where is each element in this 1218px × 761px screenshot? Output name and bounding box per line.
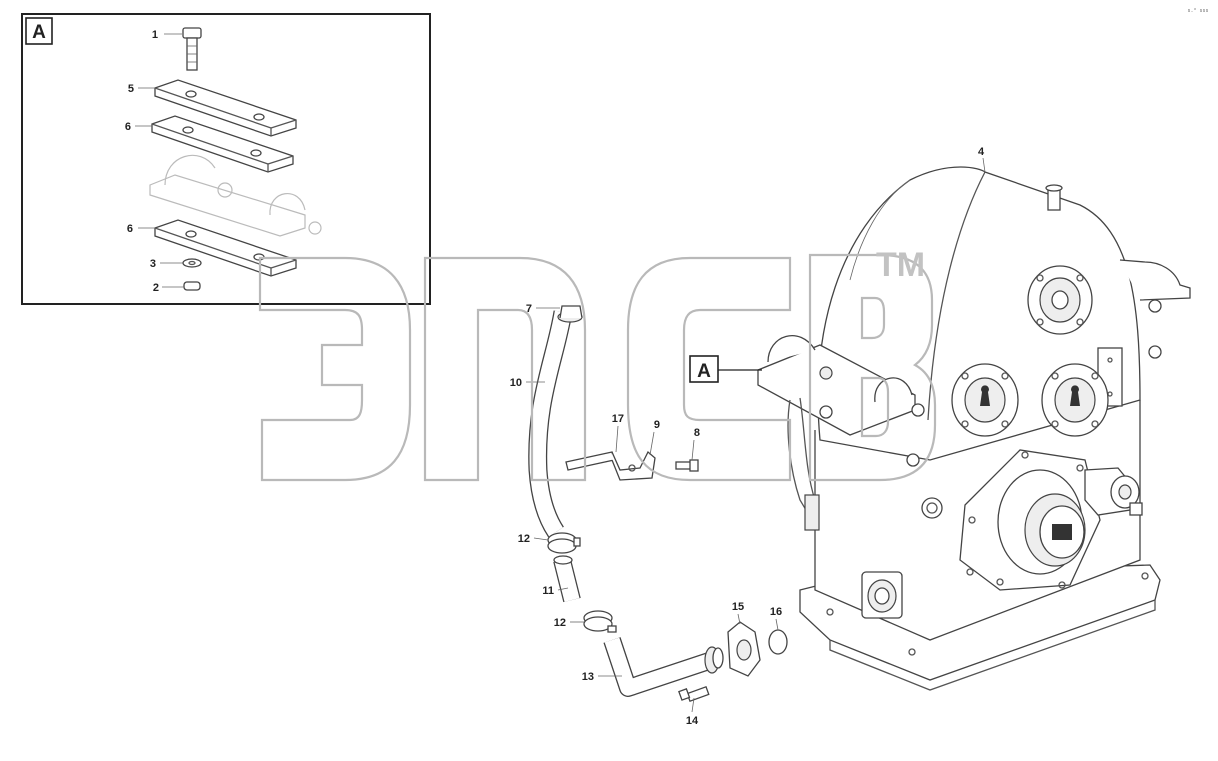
middle-left-flange <box>951 363 1019 437</box>
side-pump <box>1084 467 1143 516</box>
part-label-13: 13 <box>582 671 594 683</box>
nut-part <box>183 281 201 291</box>
part-label-12-upper: 12 <box>518 533 530 545</box>
bent-pipe <box>603 637 724 697</box>
plate-part-middle <box>151 115 294 173</box>
part-label-6-upper: 6 <box>125 121 131 133</box>
drain-port <box>861 571 903 619</box>
part-label-9: 9 <box>654 419 660 431</box>
watermark: TM <box>258 246 937 482</box>
callout-a: A <box>689 355 762 383</box>
part-label-1: 1 <box>152 29 158 41</box>
pipe-flange <box>727 621 761 677</box>
part-label-7: 7 <box>526 303 532 315</box>
inset-a-label: A <box>32 22 46 43</box>
clip-bolt <box>675 459 699 472</box>
part-label-14: 14 <box>686 715 699 727</box>
transmission-housing: 4 <box>757 146 1191 691</box>
mounting-bracket <box>757 335 925 531</box>
callout-a-label: A <box>697 361 711 382</box>
part-label-10: 10 <box>510 377 522 389</box>
part-label-11: 11 <box>542 585 554 597</box>
o-ring <box>768 629 788 655</box>
bolt-part <box>182 27 202 71</box>
watermark-tm: TM <box>876 246 925 284</box>
part-label-17: 17 <box>612 413 624 425</box>
part-label-3: 3 <box>150 258 156 270</box>
output-flange <box>959 449 1101 591</box>
upper-flange <box>1027 265 1093 335</box>
part-label-16: 16 <box>770 606 782 618</box>
hose-clamp-lower <box>583 610 617 633</box>
part-label-6-lower: 6 <box>127 223 133 235</box>
short-hose <box>553 555 581 603</box>
part-label-15: 15 <box>732 601 744 613</box>
hose-clip <box>565 450 656 481</box>
part-label-2: 2 <box>153 282 159 294</box>
breather-hose <box>528 305 583 538</box>
hose-clamp-upper <box>547 532 581 554</box>
inset-a-badge <box>25 17 53 45</box>
washer-part <box>182 258 202 268</box>
faded-bracket <box>149 154 322 237</box>
plate-part-upper <box>154 79 297 137</box>
middle-right-flange <box>1041 363 1109 437</box>
part-label-5: 5 <box>128 83 134 95</box>
part-label-12-lower: 12 <box>554 617 566 629</box>
pipe-bolt <box>678 685 710 703</box>
corner-code: s.° sss <box>1187 8 1208 14</box>
part-label-4: 4 <box>978 146 985 158</box>
part-label-8: 8 <box>694 427 700 439</box>
inset-detail-a: A <box>21 13 431 305</box>
